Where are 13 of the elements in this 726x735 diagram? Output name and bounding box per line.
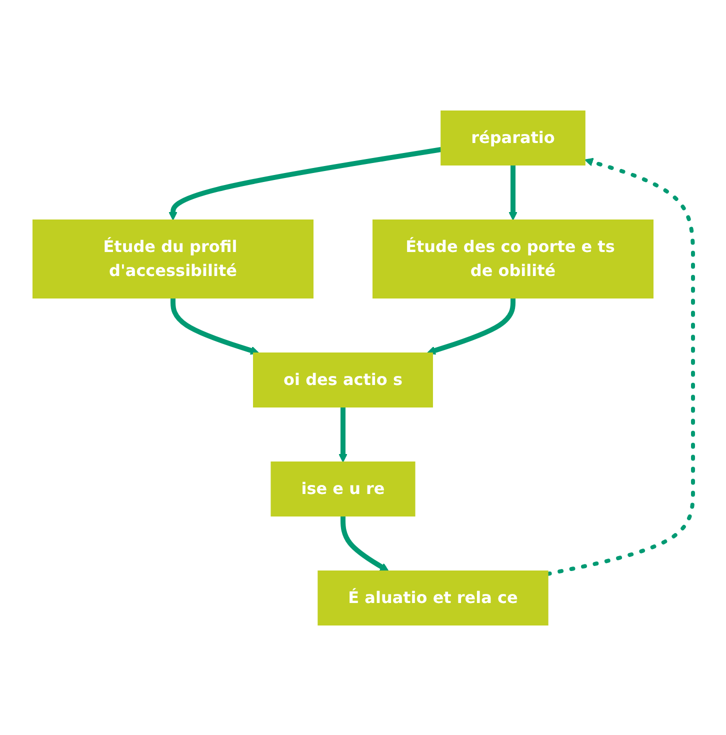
- node-box: oi des actio s: [253, 352, 433, 407]
- node-box: Étude des co porte e ts de obilité: [372, 219, 654, 298]
- node-box: ise e u re: [270, 461, 416, 516]
- arrow: [170, 298, 260, 354]
- node-box: réparatio: [440, 110, 586, 165]
- arrow: [508, 164, 518, 220]
- arrow: [546, 157, 695, 576]
- arrow: [338, 406, 348, 462]
- arrow: [168, 146, 442, 220]
- node-box: É aluatio et rela ce: [318, 570, 548, 625]
- node-box: Étude du profil d'accessibilité: [32, 219, 314, 298]
- arrow: [426, 298, 516, 354]
- arrow: [340, 516, 389, 571]
